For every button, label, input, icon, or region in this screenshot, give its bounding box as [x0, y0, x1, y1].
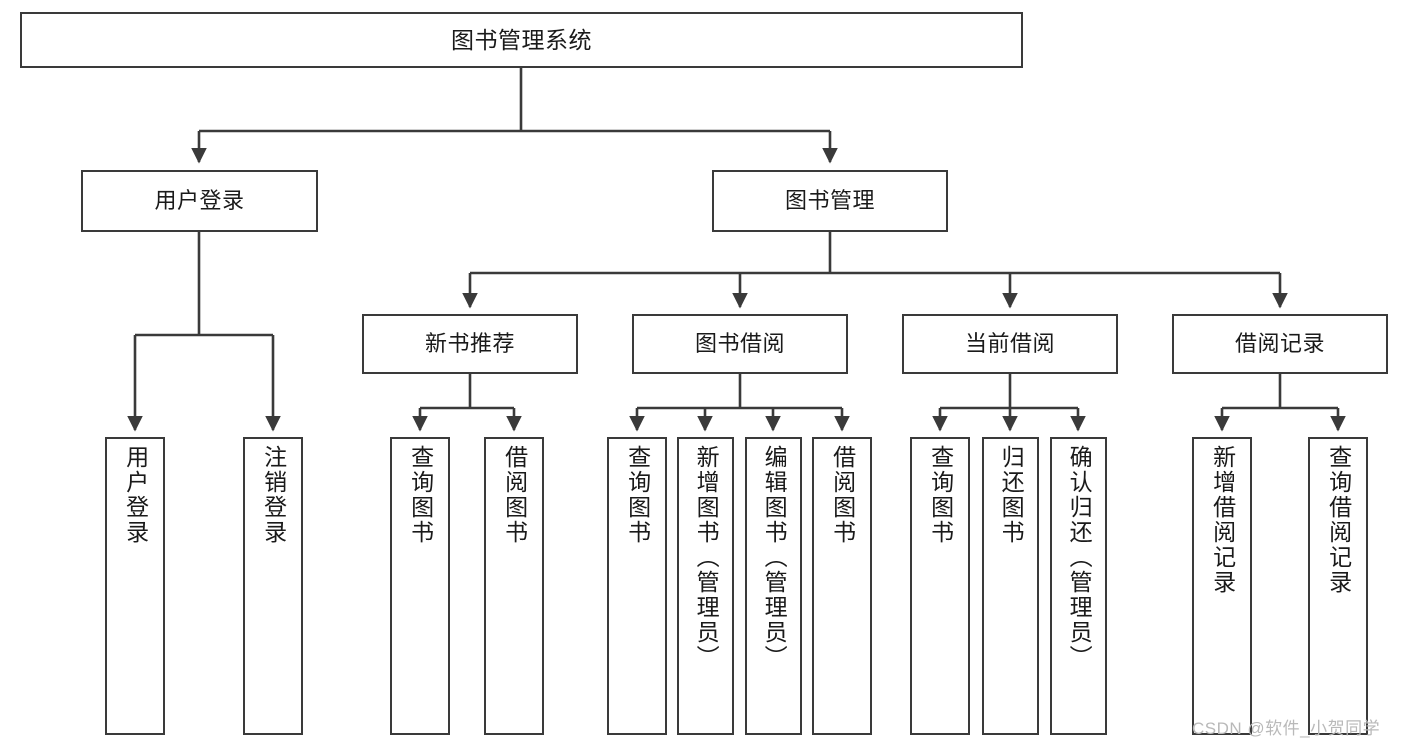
node-book-borrow[interactable]: 图书借阅	[632, 314, 848, 374]
node-label: 查询图书	[407, 445, 434, 545]
node-root-system[interactable]: 图书管理系统	[20, 12, 1023, 68]
node-book-management[interactable]: 图书管理	[712, 170, 948, 232]
leaf-recommend-borrow-book[interactable]: 借阅图书	[484, 437, 544, 735]
node-borrow-record[interactable]: 借阅记录	[1172, 314, 1388, 374]
node-new-book-recommend[interactable]: 新书推荐	[362, 314, 578, 374]
node-label: 用户登录	[154, 187, 245, 213]
leaf-current-query-book[interactable]: 查询图书	[910, 437, 970, 735]
node-label: 借阅图书	[501, 445, 528, 545]
node-label: 借阅图书	[829, 445, 856, 545]
node-user-login[interactable]: 用户登录	[81, 170, 318, 232]
node-label: 图书管理系统	[451, 26, 592, 53]
node-label: 查询图书	[927, 445, 954, 545]
node-label: 借阅记录	[1234, 330, 1325, 356]
leaf-user-login-login[interactable]: 用户登录	[105, 437, 165, 735]
leaf-borrow-edit-book[interactable]: 编辑图书（管理员）	[745, 437, 802, 735]
node-label: 图书管理	[784, 187, 875, 213]
leaf-record-query-record[interactable]: 查询借阅记录	[1308, 437, 1368, 735]
node-label: 当前借阅	[964, 330, 1055, 356]
node-label: 新增借阅记录	[1209, 445, 1236, 595]
node-label: 编辑图书（管理员）	[761, 445, 788, 670]
node-label: 新增图书（管理员）	[693, 445, 720, 670]
leaf-borrow-query-book[interactable]: 查询图书	[607, 437, 667, 735]
leaf-user-login-logout[interactable]: 注销登录	[243, 437, 303, 735]
leaf-recommend-query-book[interactable]: 查询图书	[390, 437, 450, 735]
node-label: 查询图书	[624, 445, 651, 545]
node-label: 归还图书	[998, 445, 1025, 545]
leaf-current-confirm-return[interactable]: 确认归还（管理员）	[1050, 437, 1107, 735]
leaf-record-add-record[interactable]: 新增借阅记录	[1192, 437, 1252, 735]
node-label: 图书借阅	[694, 330, 785, 356]
csdn-watermark: CSDN @软件_小贺同学	[1192, 719, 1381, 738]
leaf-current-return-book[interactable]: 归还图书	[982, 437, 1039, 735]
leaf-borrow-borrow-book[interactable]: 借阅图书	[812, 437, 872, 735]
node-current-borrow[interactable]: 当前借阅	[902, 314, 1118, 374]
node-label: 查询借阅记录	[1325, 445, 1352, 595]
node-label: 确认归还（管理员）	[1066, 445, 1093, 670]
leaf-borrow-add-book[interactable]: 新增图书（管理员）	[677, 437, 734, 735]
node-label: 用户登录	[122, 445, 149, 545]
node-label: 注销登录	[260, 445, 287, 545]
node-label: 新书推荐	[424, 330, 515, 356]
